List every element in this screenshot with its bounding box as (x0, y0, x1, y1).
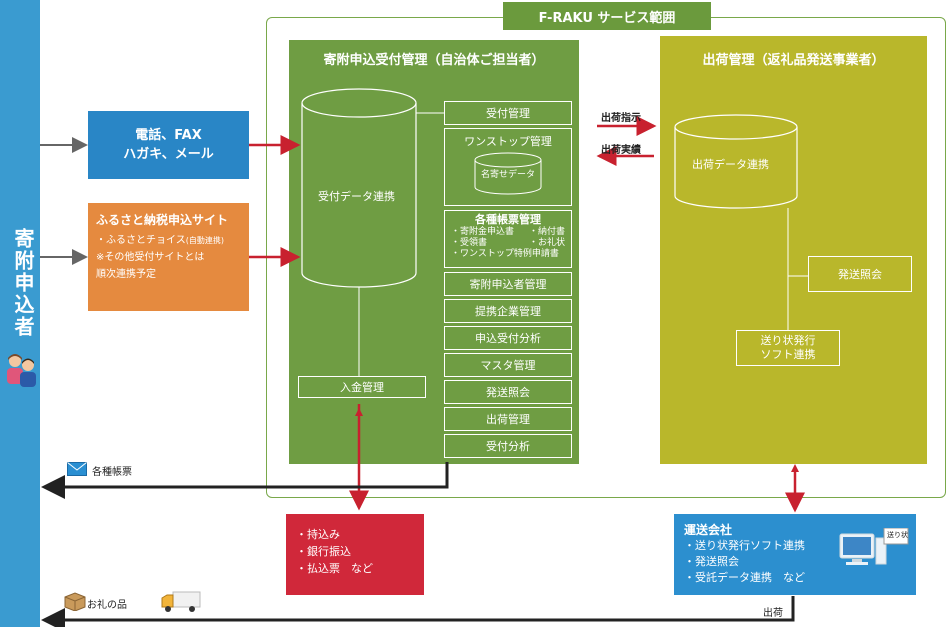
okurijo-l2: ソフト連携 (760, 348, 816, 361)
label-shukka-jisseki: 出荷実績 (601, 145, 641, 156)
site-title: ふるさと納税申込サイト (96, 213, 229, 227)
shipping-panel (660, 36, 927, 464)
scope-title: F-RAKU サービス範囲 (503, 2, 711, 30)
chohyo-title: 各種帳票管理 (475, 213, 541, 226)
phone-fax-line1: 電話、FAX (135, 128, 202, 143)
chohyo-label: 各種帳票 (92, 467, 132, 478)
okurijo-box[interactable]: 送り状発行 ソフト連携 (736, 330, 840, 366)
mail-icon (67, 461, 87, 476)
payment-l1: ・持込み (296, 528, 340, 541)
module-m2[interactable]: 提携企業管理 (444, 299, 572, 323)
pc-label: 送り状 (887, 531, 908, 539)
chohyo-l2b: ・お礼状 (528, 238, 565, 248)
chohyo-l1a: ・寄附金申込書 (451, 227, 515, 237)
chohyo-l1b: ・納付書 (528, 227, 565, 237)
computer-icon (838, 527, 910, 568)
module-uketsuke[interactable]: 受付管理 (444, 101, 572, 125)
carrier-title: 運送会社 (684, 523, 733, 537)
reception-panel-title: 寄附申込受付管理（自治体ご担当者） (323, 52, 545, 68)
donor-side-bar (0, 0, 40, 627)
reception-panel (289, 40, 579, 464)
site-line3: 順次連携予定 (96, 269, 156, 280)
payment-l2: ・銀行振込 (296, 545, 351, 558)
module-m1[interactable]: 寄附申込者管理 (444, 272, 572, 296)
people-icon (4, 352, 38, 388)
site-line2: ※その他受付サイトとは (96, 252, 205, 263)
gift-box-icon (64, 591, 86, 612)
label-shukka-shiji: 出荷指示 (601, 113, 641, 124)
carrier-l3: ・受託データ連携 など (684, 571, 805, 584)
nayose-label: 名寄せデータ (480, 170, 535, 180)
module-m7[interactable]: 受付分析 (444, 434, 572, 458)
phone-fax-line2: ハガキ、メール (123, 147, 214, 162)
phone-fax-box: 電話、FAX ハガキ、メール (88, 111, 249, 179)
module-onestop-label: ワンストップ管理 (464, 135, 552, 148)
module-onestop[interactable]: ワンストップ管理 名寄せデータ (444, 128, 572, 206)
module-m3[interactable]: 申込受付分析 (444, 326, 572, 350)
payment-l3: ・払込票 など (296, 562, 373, 575)
module-m6[interactable]: 出荷管理 (444, 407, 572, 431)
reception-db-label: 受付データ連携 (318, 190, 395, 203)
module-m4[interactable]: マスタ管理 (444, 353, 572, 377)
carrier-l1: ・送り状発行ソフト連携 (684, 539, 805, 552)
okurijo-l1: 送り状発行 (760, 334, 816, 347)
module-chohyo[interactable]: 各種帳票管理 ・寄附金申込書 ・納付書 ・受領書 ・お礼状 ・ワンストップ特例申請書 (444, 210, 572, 268)
chohyo-l2a: ・受領書 (451, 238, 488, 248)
furusato-site-box: ふるさと納税申込サイト ・ふるさとチョイス(自動連携) ※その他受付サイトとは … (88, 203, 249, 311)
payment-methods-box: ・持込み ・銀行振込 ・払込票 など (286, 514, 424, 595)
carrier-l2: ・発送照会 (684, 555, 739, 568)
gift-label: お礼の品 (87, 600, 127, 611)
site-line1-small: (自動連携) (185, 236, 224, 245)
shipping-db-label: 出荷データ連携 (692, 158, 769, 171)
shipping-panel-title: 出荷管理（返礼品発送事業者） (702, 52, 885, 68)
site-line1: ・ふるさとチョイス (96, 235, 186, 246)
hasso-box[interactable]: 発送照会 (808, 256, 912, 292)
module-m5[interactable]: 発送照会 (444, 380, 572, 404)
truck-icon (161, 590, 201, 614)
nyukin-box[interactable]: 入金管理 (298, 376, 426, 398)
chohyo-l3: ・ワンストップ特例申請書 (451, 249, 559, 259)
shukka-label: 出荷 (763, 608, 783, 619)
donor-label: 寄附申込者 (11, 228, 35, 338)
